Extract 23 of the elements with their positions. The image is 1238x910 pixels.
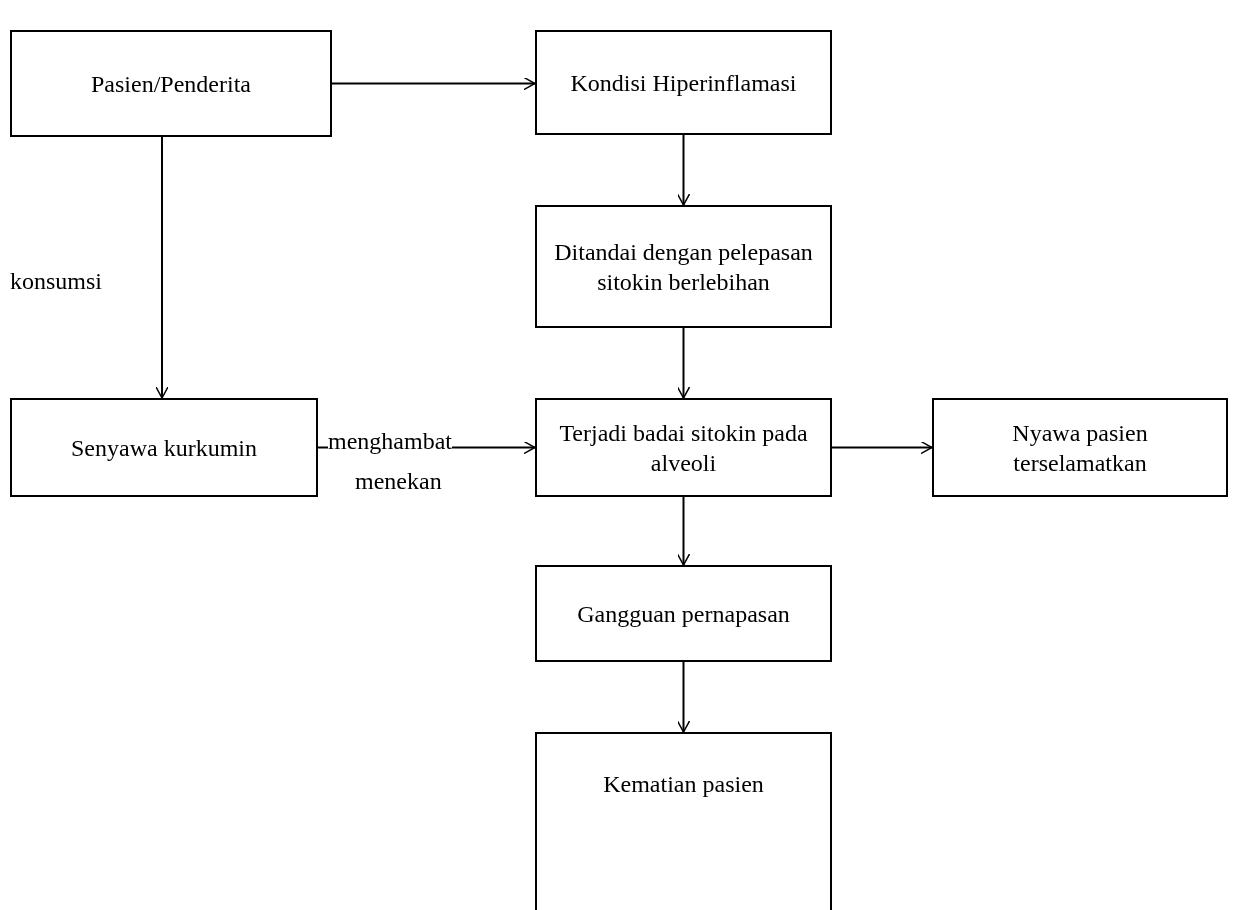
process-box [10, 30, 332, 137]
arrow [676, 327, 691, 399]
process-box [932, 398, 1228, 497]
process-box [535, 565, 832, 662]
arrow [676, 496, 691, 566]
process-box [535, 398, 832, 497]
arrow [331, 76, 536, 91]
box-text: Terjadi badai sitokin pada alveoli [558, 418, 809, 478]
box-text: Kematian pasien [602, 769, 765, 799]
box-text: Gangguan pernapasan [576, 599, 791, 629]
box-text: Kondisi Hiperinflamasi [569, 68, 798, 98]
arrow [831, 440, 933, 455]
arrow [155, 136, 169, 399]
arrow [676, 661, 691, 733]
box-text: Senyawa kurkumin [70, 433, 258, 463]
process-box [535, 30, 832, 135]
box-text: Nyawa pasien terselamatkan [1011, 418, 1149, 478]
arrow [676, 134, 691, 206]
box-text: Pasien/Penderita [90, 69, 252, 99]
box-text: Ditandai dengan pelepasan sitokin berlebihan [553, 237, 814, 297]
process-box [535, 205, 832, 328]
process-box [535, 732, 832, 910]
process-box [10, 398, 318, 497]
